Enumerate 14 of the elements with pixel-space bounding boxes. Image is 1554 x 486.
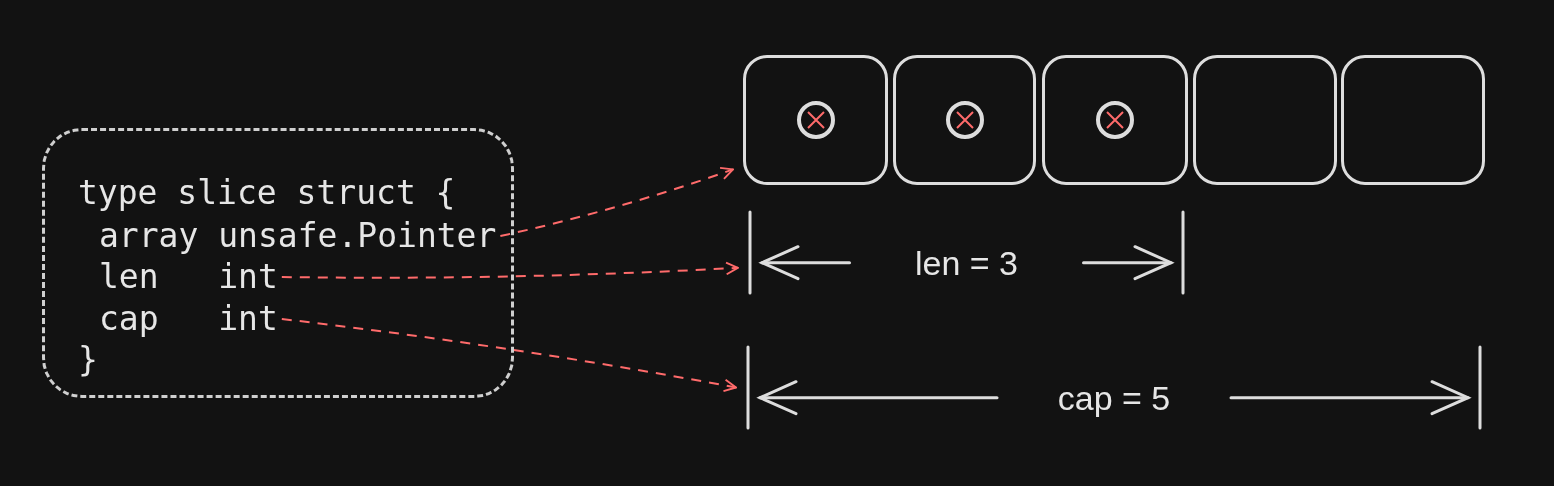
dashed-arrow [280,318,737,393]
dashed-arrow [499,166,734,237]
code-line: } [78,339,98,381]
code-line: array unsafe.Pointer [99,215,497,257]
code-line: cap int [99,298,278,340]
array-cell [1193,55,1337,185]
array-cell [1042,55,1188,185]
array-cell [1341,55,1485,185]
array-cell [743,55,888,185]
array-cell [893,55,1036,185]
dashed-frame [42,128,514,398]
dashed-arrow [280,261,739,279]
code-line: len int [99,256,278,298]
code-line: type slice struct { [78,172,456,214]
